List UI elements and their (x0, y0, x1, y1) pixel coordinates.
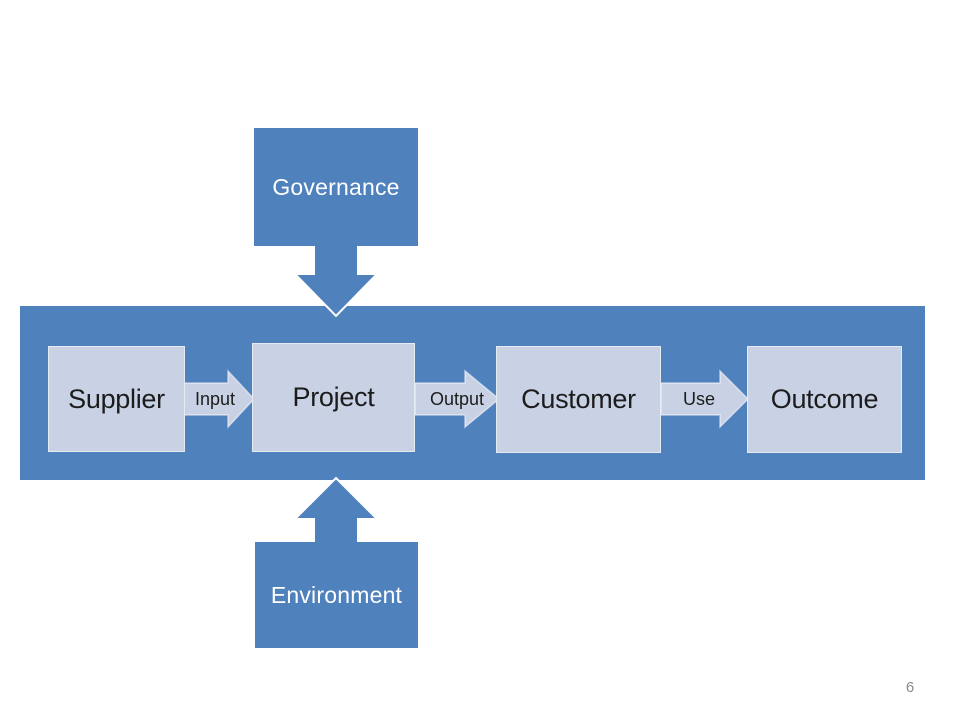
page-number: 6 (905, 679, 915, 696)
node-customer-label: Customer (521, 384, 636, 414)
connector-input-label: Input (194, 389, 236, 409)
connector-use-label: Use (682, 389, 715, 409)
governance-label: Governance (272, 173, 400, 200)
governance-down-arrow-icon (292, 239, 380, 318)
connector-output-label: Output (429, 389, 485, 409)
input-right-arrow-icon (180, 369, 256, 429)
output-right-arrow-icon (414, 369, 501, 429)
environment-box: Environment (255, 542, 418, 648)
node-customer: Customer (496, 346, 661, 453)
node-project: Project (252, 343, 415, 452)
node-outcome: Outcome (747, 346, 902, 453)
node-project-label: Project (292, 382, 375, 412)
use-right-arrow-icon (660, 369, 750, 429)
environment-label: Environment (270, 581, 403, 608)
governance-box: Governance (254, 128, 418, 246)
node-supplier-label: Supplier (68, 383, 165, 414)
node-outcome-label: Outcome (770, 384, 879, 414)
environment-up-arrow-icon (292, 476, 380, 549)
node-supplier: Supplier (48, 346, 185, 452)
